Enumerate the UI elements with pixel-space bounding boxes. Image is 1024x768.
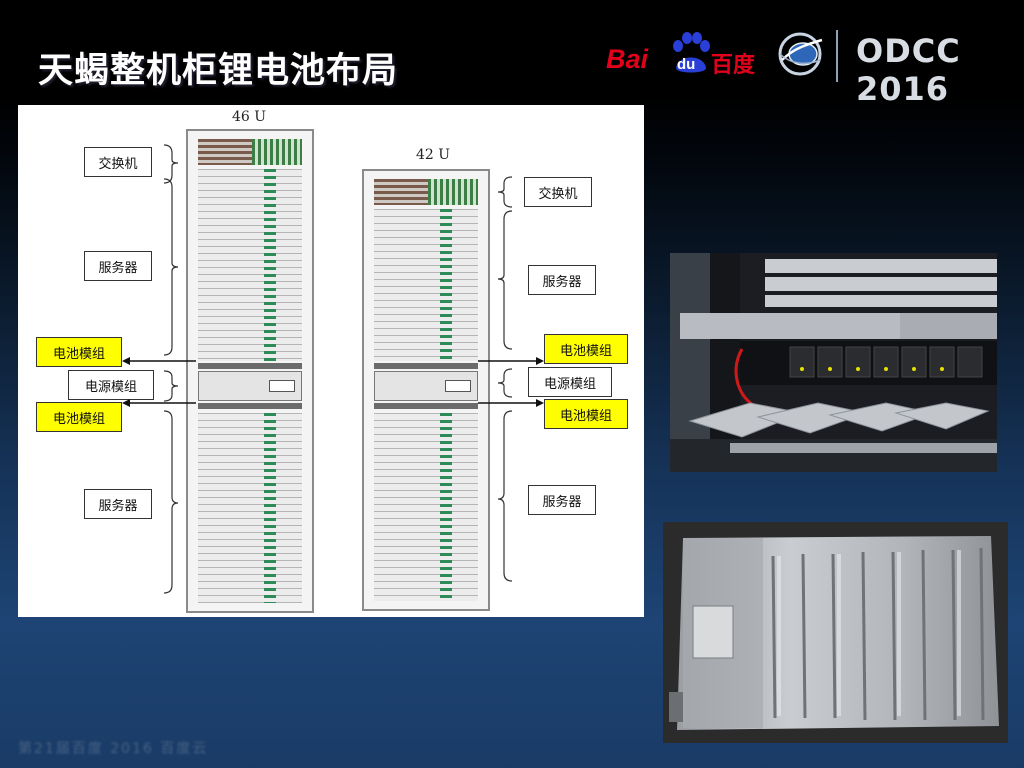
odcc-logo: ODCC 2016 (856, 32, 1024, 108)
baidu-logo-chinese: 百度 (711, 47, 755, 79)
photo-battery-module (663, 522, 1008, 743)
arrowhead-42u-battery-top (536, 357, 544, 365)
slide-footer: 第21届百度 2016 百度云 (18, 738, 208, 758)
photo-rack-power-shelf-image (670, 253, 997, 472)
baidu-logo-du: du (677, 56, 695, 73)
brace-42u-server-bottom (498, 411, 512, 581)
slide-title: 天蝎整机柜锂电池布局 (38, 42, 398, 93)
arrowhead-42u-battery-bottom (536, 399, 544, 407)
rack-layout-diagram: 46 U 交换机 服务器 电池模组 电源模组 电池模组 服务器 42 U (18, 105, 644, 617)
photo-battery-module-image (663, 522, 1008, 743)
brace-42u-power (498, 369, 512, 397)
header-divider (836, 30, 838, 82)
rack-42u-annotations (18, 105, 644, 617)
header-logos: Bai du 百度 ODCC 2016 (600, 26, 1024, 86)
photo-rack-power-shelf (670, 253, 997, 472)
baidu-logo: Bai du 百度 (606, 40, 766, 80)
baidu-logo-bai: Bai (606, 44, 648, 75)
brace-42u-server-top (498, 211, 512, 349)
brace-42u-switch (498, 177, 512, 207)
organization-emblem-icon (776, 30, 824, 78)
